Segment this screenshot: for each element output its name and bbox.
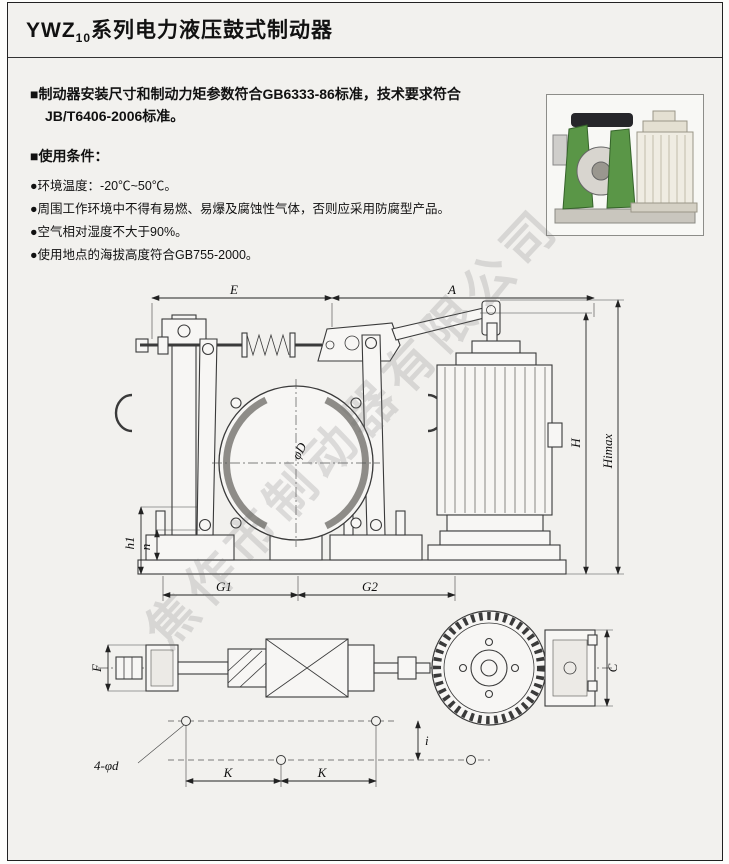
list-item: ●周围工作环境中不得有易燃、易爆及腐蚀性气体，否则应采用防腐型产品。 — [30, 202, 451, 217]
photo-spring — [552, 134, 568, 166]
dim-label-K1: K — [223, 765, 234, 780]
standards-note-line2: JB/T6406-2006标准。 — [45, 107, 185, 124]
dim-label-h1: h1 — [122, 537, 137, 550]
clevis-block — [347, 644, 375, 692]
lever-arm — [391, 306, 493, 341]
dim-label-n: n — [138, 544, 153, 551]
mounting-hole — [181, 716, 191, 726]
dim-label-G1: G1 — [216, 579, 232, 594]
title-prefix: YWZ — [26, 19, 76, 42]
spring-coil — [246, 333, 290, 357]
thruster-base — [427, 544, 561, 561]
end-view-block — [544, 629, 598, 707]
right-foot — [329, 534, 423, 561]
thruster-fins — [444, 367, 546, 513]
dim-label-phiD: φD — [289, 440, 310, 462]
dim-label-holes: 4-φd — [94, 758, 119, 773]
brake-drum: φD — [212, 379, 380, 547]
drum-wheel — [431, 610, 547, 726]
frame-pivot — [177, 324, 191, 338]
rod-end — [115, 656, 143, 680]
base-plate — [137, 559, 567, 575]
release-spring-assembly — [135, 332, 322, 358]
dim-label-G2: G2 — [362, 579, 378, 594]
list-item: ●使用地点的海拔高度符合GB755-2000。 — [30, 248, 259, 263]
photo-thruster-body — [636, 131, 694, 208]
dim-label-A: A — [447, 283, 456, 297]
usage-conditions: ■使用条件： ●环境温度：-20℃~50℃。 ●周围工作环境中不得有易燃、易爆及… — [30, 146, 540, 268]
terminal-box — [547, 422, 563, 448]
title-suffix: 系列电力液压鼓式制动器 — [91, 19, 334, 42]
dim-label-Himax: Himax — [600, 433, 615, 469]
shaft-nut — [397, 656, 417, 680]
standards-note-line1: ■制动器安装尺寸和制动力矩参数符合GB6333-86标准，技术要求符合 — [30, 86, 461, 102]
front-view: φD — [114, 300, 567, 575]
title-subscript: 10 — [75, 31, 92, 46]
left-frame-plate — [171, 314, 197, 536]
page-title: YWZ10系列电力液压鼓式制动器 — [26, 14, 333, 45]
technical-drawing: φD — [89, 283, 624, 787]
product-photo — [546, 94, 704, 236]
dim-label-F: F — [89, 663, 104, 673]
mounting-hole — [276, 755, 286, 765]
dim-label-C: C — [605, 663, 620, 672]
list-item: ●环境温度：-20℃~50℃。 — [30, 179, 177, 193]
push-rod — [177, 661, 229, 675]
dim-label-H: H — [568, 438, 583, 449]
list-item: ●空气相对湿度不大于90%。 — [30, 225, 188, 240]
thruster — [427, 322, 563, 561]
photo-thruster-cap — [642, 120, 688, 134]
title-divider — [8, 57, 722, 58]
mounting-hole — [371, 716, 381, 726]
product-photo-graphic — [547, 95, 703, 235]
photo-thruster-foot — [630, 202, 698, 213]
plan-view — [98, 610, 614, 726]
standards-note: ■制动器安装尺寸和制动力矩参数符合GB6333-86标准，技术要求符合 JB/T… — [30, 84, 538, 127]
left-foot — [145, 534, 235, 561]
plan-view-dimensions: F C 4-φd K K i — [89, 629, 620, 787]
left-release-hook — [114, 393, 133, 433]
mounting-hole — [466, 755, 476, 765]
photo-top-bar — [571, 113, 633, 127]
left-brake-lever — [196, 338, 218, 536]
photo-thruster-fins — [644, 135, 686, 205]
front-view-dimensions: E A H Himax h1 n G1 G2 — [122, 283, 624, 601]
thruster-rod — [486, 322, 498, 344]
usage-conditions-heading: ■使用条件： — [30, 148, 109, 164]
dim-label-K2: K — [317, 765, 328, 780]
photo-drum-hub — [591, 161, 611, 181]
dim-label-E: E — [229, 283, 238, 297]
drum-teeth — [433, 612, 545, 724]
dim-label-i: i — [425, 733, 429, 748]
usage-conditions-list: ●环境温度：-20℃~50℃。 ●周围工作环境中不得有易燃、易爆及腐蚀性气体，否… — [30, 175, 540, 268]
